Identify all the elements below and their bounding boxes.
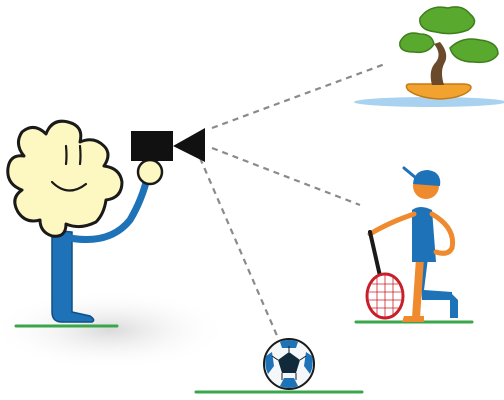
operator-body <box>51 229 95 323</box>
video-camera-icon <box>131 128 205 162</box>
bonsai-pot <box>405 83 472 100</box>
player-cap <box>413 170 441 186</box>
operator-arm <box>66 171 152 244</box>
player-leg-back <box>420 258 452 300</box>
tennis-player <box>354 166 474 324</box>
ball-patch-top <box>280 340 298 348</box>
ball-patch-right <box>304 352 313 374</box>
puzzle-character <box>6 119 164 328</box>
player-torso <box>412 207 436 262</box>
bonsai-tree <box>354 6 504 107</box>
sight-lines <box>198 62 386 339</box>
tennis-racket <box>365 230 405 320</box>
operator-hand <box>136 158 164 186</box>
bonsai-foliage-left <box>399 32 435 54</box>
eye-right <box>78 144 82 166</box>
ball-seams <box>271 346 307 380</box>
racket-strings <box>369 275 401 318</box>
soccer-ball <box>194 338 364 394</box>
player-leg-front <box>412 258 424 318</box>
player-shoe-back <box>450 292 458 318</box>
player-arm-right <box>429 211 456 256</box>
racket-handle <box>368 230 382 278</box>
ball-patch-left <box>265 352 274 374</box>
sight-line-player <box>211 146 361 207</box>
ball-patch-bottom <box>280 378 298 388</box>
bonsai-foliage-top <box>419 6 476 35</box>
sight-line-bonsai <box>211 62 386 130</box>
ball-patch-center <box>278 352 300 373</box>
bonsai-trunk <box>430 42 447 85</box>
bonsai-foliage-right <box>449 38 499 64</box>
camera-body <box>131 131 173 161</box>
eye-left <box>64 144 68 166</box>
floor-shadow <box>0 290 230 370</box>
player-arm-left <box>367 211 417 237</box>
puzzle-head <box>6 119 124 238</box>
player-cap-brim <box>402 166 418 180</box>
camera-lens <box>173 128 205 162</box>
bonsai-water <box>354 97 504 107</box>
smile <box>50 180 88 192</box>
player-shoe-front <box>402 316 424 322</box>
